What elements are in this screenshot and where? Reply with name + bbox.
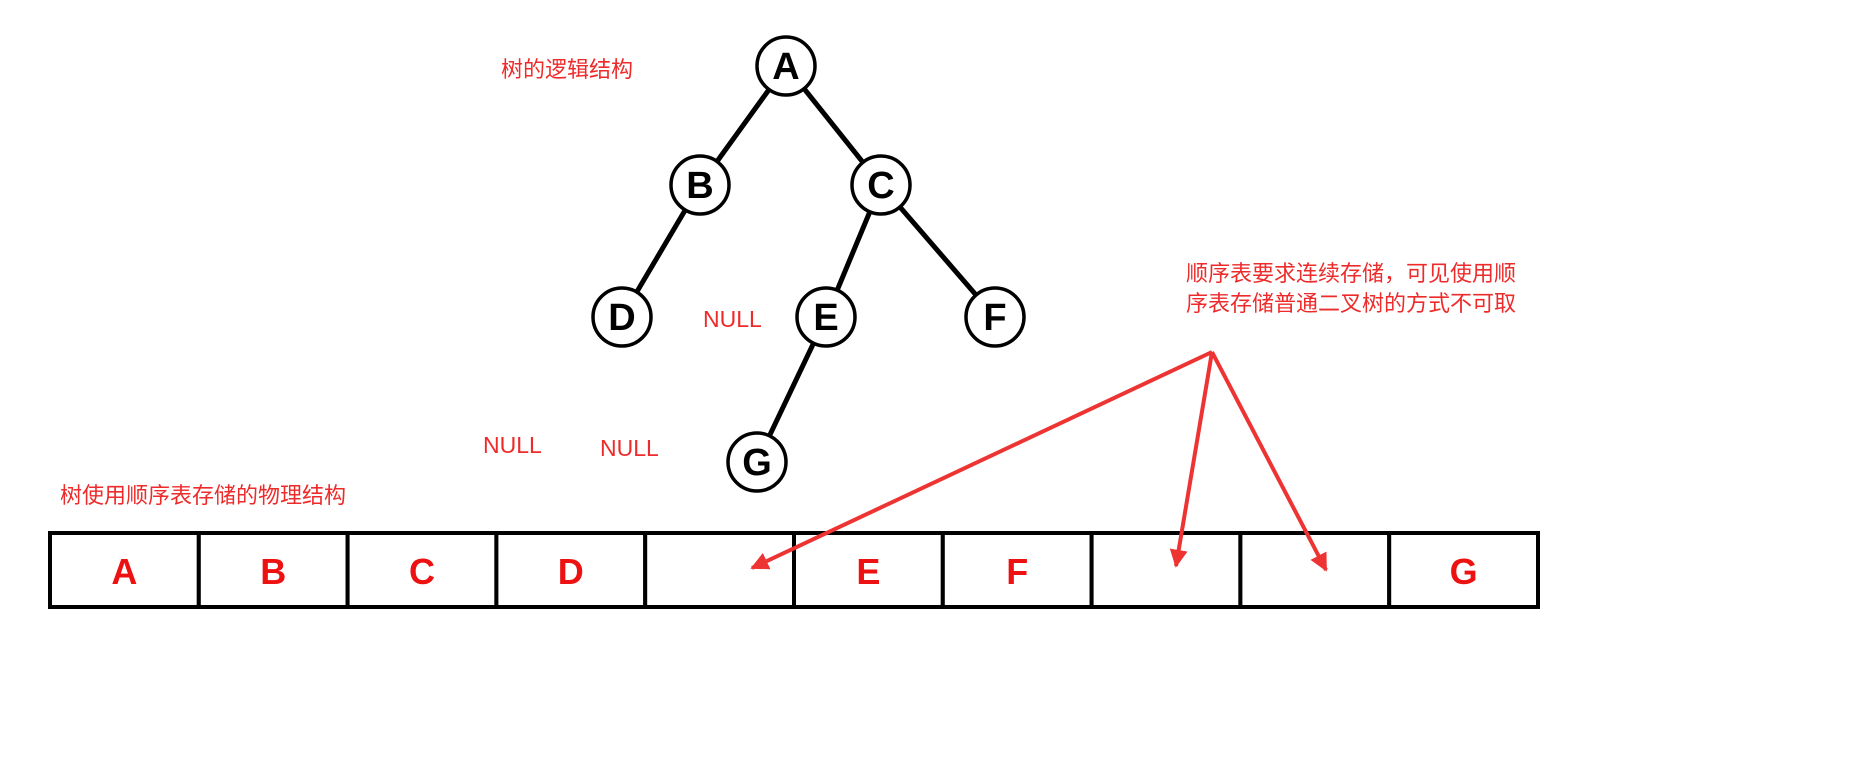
tree-edge-c-e [834, 209, 873, 293]
tree-node-circle [726, 431, 788, 493]
array-cell-box [494, 531, 648, 609]
array-cell-value: D [558, 551, 584, 592]
array-cell-value: C [409, 551, 435, 592]
tree-node-g: G [726, 431, 788, 493]
tree-node-circle [755, 35, 817, 97]
array-cell-9: G [1387, 531, 1540, 609]
array-cell-0: A [48, 531, 201, 609]
tree-node-d: D [591, 286, 653, 348]
tree-node-label: B [686, 165, 713, 207]
array-cell-5: E [792, 531, 945, 609]
tree-node-label: F [983, 297, 1006, 339]
array-cell-value: A [111, 551, 137, 592]
sequential-array: A B C D E F G [48, 531, 1540, 609]
tree-edge-a-c [801, 86, 866, 165]
tree-node-circle [669, 154, 731, 216]
tree-node-f: F [964, 286, 1026, 348]
tree-node-circle [850, 154, 912, 216]
array-cell-6: F [940, 531, 1094, 609]
tree-node-label: C [867, 165, 894, 207]
tree-node-circle [591, 286, 653, 348]
null-marker-d-left: NULL [483, 432, 542, 458]
tree-node-label: G [742, 442, 772, 484]
array-cell-box [345, 531, 499, 609]
null-marker-b-right: NULL [703, 306, 762, 332]
physical-structure-title: 树使用顺序表存储的物理结构 [60, 484, 346, 509]
tree-nodes: A B C D E F G [591, 35, 1026, 493]
tree-node-e: E [795, 286, 857, 348]
array-cell-4 [643, 531, 797, 609]
tree-node-label: E [813, 297, 838, 339]
annotation-line-1: 顺序表要求连续存储，可见使用顺 [1186, 262, 1516, 287]
logical-structure-title: 树的逻辑结构 [501, 58, 633, 83]
arrow-to-empty-slot-8 [1210, 351, 1328, 572]
tree-edges [634, 86, 979, 439]
array-cell-box [792, 531, 945, 609]
null-marker-d-right: NULL [600, 435, 659, 461]
array-cell-box [940, 531, 1094, 609]
array-cell-value: F [1006, 551, 1028, 592]
tree-node-label: D [608, 297, 635, 339]
tree-node-a: A [755, 35, 817, 97]
annotation-line-2: 序表存储普通二叉树的方式不可取 [1186, 292, 1516, 317]
array-cell-1: B [196, 531, 350, 609]
array-cell-value: B [260, 551, 286, 592]
tree-edge-a-b [714, 87, 772, 164]
arrow-to-empty-slot-7 [1169, 351, 1214, 568]
array-cell-3: D [494, 531, 648, 609]
array-cell-value: G [1450, 551, 1478, 592]
tree-edge-b-d [634, 207, 688, 295]
tree-node-c: C [850, 154, 912, 216]
array-cell-7 [1089, 531, 1243, 609]
array-cell-box [1238, 531, 1392, 609]
array-cell-box [1387, 531, 1540, 609]
tree-node-b: B [669, 154, 731, 216]
tree-node-circle [964, 286, 1026, 348]
arrow-to-empty-slot-4 [750, 350, 1213, 570]
array-cell-8 [1238, 531, 1392, 609]
tree-node-circle [795, 286, 857, 348]
array-cell-box [1089, 531, 1243, 609]
array-cell-box [643, 531, 797, 609]
tree-node-label: A [772, 46, 799, 88]
array-cell-value: E [856, 551, 880, 592]
tree-edge-e-g [766, 340, 817, 439]
tree-edge-c-f [897, 204, 979, 298]
annotation-arrows [750, 350, 1328, 572]
array-cell-2: C [345, 531, 499, 609]
